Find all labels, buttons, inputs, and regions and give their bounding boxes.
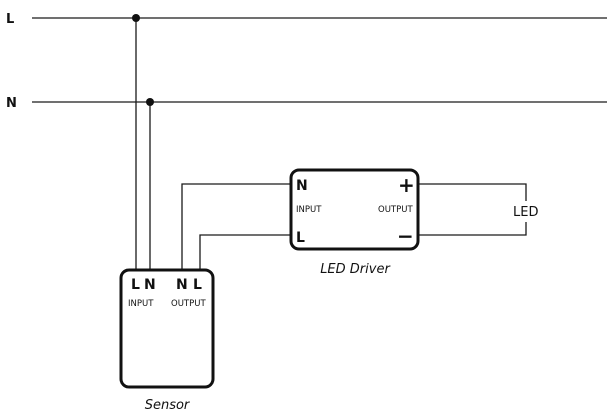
led-label: LED	[513, 205, 538, 220]
driver-negative-terminal: −	[397, 224, 414, 248]
driver-input-terminal-n: N	[296, 178, 308, 194]
sensor-input-label: INPUT	[128, 299, 154, 309]
line-junction	[132, 14, 140, 22]
sensor-input-terminal-n: N	[144, 277, 156, 293]
driver-input-label: INPUT	[296, 205, 322, 215]
sensor-caption: Sensor	[145, 398, 191, 413]
sensor-output-terminal-l: L	[193, 277, 202, 293]
driver-box	[289, 168, 420, 251]
neutral-rail-label: N	[6, 96, 17, 111]
driver-caption: LED Driver	[320, 262, 391, 277]
negative-wire	[418, 222, 527, 236]
driver-input-terminal-l: L	[296, 230, 305, 246]
sensor-output-label: OUTPUT	[171, 299, 206, 309]
sensor-box	[119, 268, 215, 389]
sensor-output-terminal-n: N	[176, 277, 188, 293]
positive-wire	[418, 183, 527, 201]
sensor-input-terminal-l: L	[131, 277, 140, 293]
driver-output-label: OUTPUT	[378, 205, 413, 215]
neutral-junction	[146, 98, 154, 106]
neutral-out-wire	[181, 183, 292, 271]
driver-positive-terminal: +	[398, 173, 415, 197]
line-out-wire	[199, 234, 292, 271]
line-rail-label: L	[6, 12, 14, 27]
